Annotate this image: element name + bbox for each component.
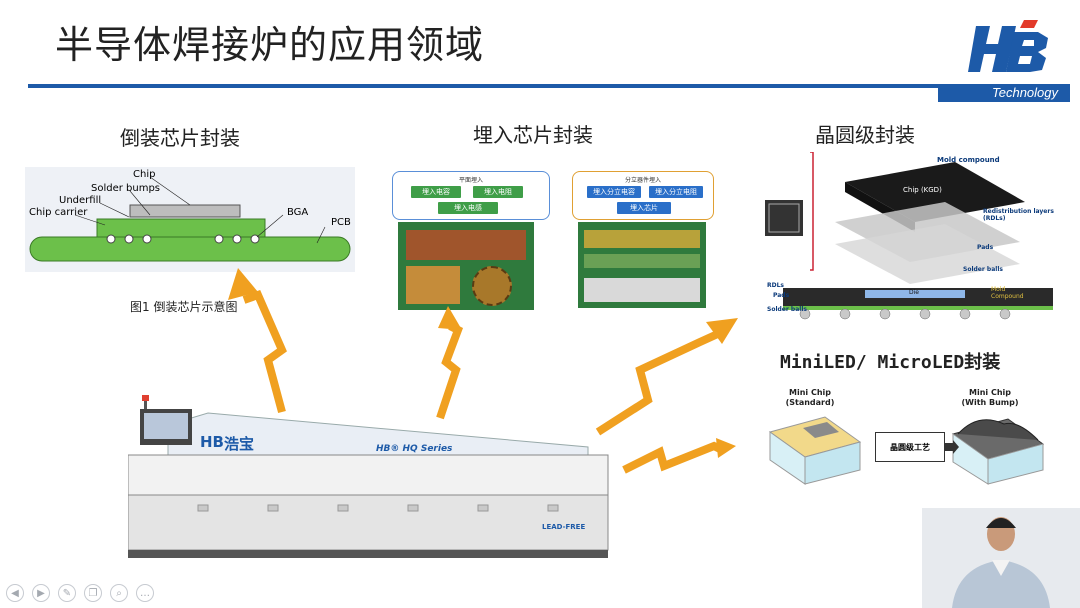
tag-embedded-chip: 埋入芯片 [617,202,671,214]
title-rule [28,84,948,88]
tag-discrete-capacitor: 埋入分立电容 [587,186,641,198]
reflow-oven-machine: HB 浩宝 HB® HQ Series LEAD-FREE [127,395,618,560]
tag-embedded-resistor: 埋入电阻 [473,186,523,198]
zoom-icon[interactable]: ⌕ [110,584,128,602]
label-mold-compound-bottom: Mold Compound [991,286,1024,300]
label-solder-bumps: Solder bumps [91,183,161,194]
embedded-planar-photo [398,222,534,310]
mini-chip-bump-illustration [951,418,1045,485]
embedded-discrete-photo [578,222,706,308]
label-pads-bottom: Pads [773,292,790,299]
heading-embedded-chip: 埋入芯片封装 [473,123,593,147]
label-pads-top: Pads [977,244,994,251]
mini-chip-standard-label: Mini Chip (Standard) [785,388,835,407]
machine-series: HB® HQ Series [376,444,453,454]
flip-chip-caption: 图1 倒装芯片示意图 [130,300,238,314]
process-arrow: 晶圆级工艺 [875,432,945,462]
embedded-discrete-title: 分立器件埋入 [624,177,661,184]
label-solder-balls-top: Solder balls [963,266,1003,273]
flip-chip-diagram: Chip Solder bumps Underfill Chip carrier… [25,167,355,272]
arrow-right-icon [945,440,959,454]
tag-embedded-inductor: 埋入电感 [438,202,498,214]
heading-miniled: MiniLED/ MicroLED封装 [780,352,1001,373]
next-icon[interactable]: ▶ [32,584,50,602]
label-rdls: RDLs [767,282,784,289]
copy-icon[interactable]: ❐ [84,584,102,602]
embedded-planar-title: 平面埋入 [458,177,483,184]
label-solder-balls-bottom: Solder balls [767,306,807,313]
mini-chip-standard-illustration [768,416,862,485]
embedded-discrete-panel: 分立器件埋入 埋入分立电容 埋入分立电阻 埋入芯片 [572,171,714,220]
label-chip-carrier: Chip carrier [29,207,88,218]
slide-title: 半导体焊接炉的应用领域 [55,23,485,67]
heading-wafer-level: 晶圆级封装 [815,123,915,147]
lead-free-badge: LEAD-FREE [542,523,586,531]
label-pcb: PCB [331,217,351,228]
zigzag-arrow-miniled [622,441,724,474]
tag-discrete-resistor: 埋入分立电阻 [649,186,703,198]
machine-logo: HB [200,433,224,451]
more-icon[interactable]: … [136,584,154,602]
prev-icon[interactable]: ◀ [6,584,24,602]
arrowhead-wafer [706,318,738,344]
label-die: Die [909,289,919,296]
label-bga: BGA [287,207,309,218]
label-chip: Chip [133,169,156,180]
brand-tagline: Technology [938,84,1070,102]
mini-chip-bump-label: Mini Chip (With Bump) [961,388,1019,407]
wafer-level-diagram: Mold compound Chip (KGD) Redistribution … [765,151,1065,320]
arrowhead-flip-chip [228,268,258,300]
embedded-planar-panel: 平面埋入 埋入电容 埋入电阻 埋入电感 [392,171,550,220]
label-chip-kgd: Chip (KGD) [903,186,942,194]
pen-icon[interactable]: ✎ [58,584,76,602]
presenter-video[interactable] [922,508,1080,608]
arrowhead-miniled [716,438,736,458]
label-mold-compound: Mold compound [937,156,1000,164]
label-redistribution-layers: Redistribution layers (RDLs) [983,208,1054,222]
machine-brand: 浩宝 [224,435,255,453]
hb-logo-icon [968,20,1048,72]
tag-embedded-capacitor: 埋入电容 [411,186,461,198]
heading-flip-chip: 倒装芯片封装 [120,126,240,150]
label-underfill: Underfill [59,195,102,206]
